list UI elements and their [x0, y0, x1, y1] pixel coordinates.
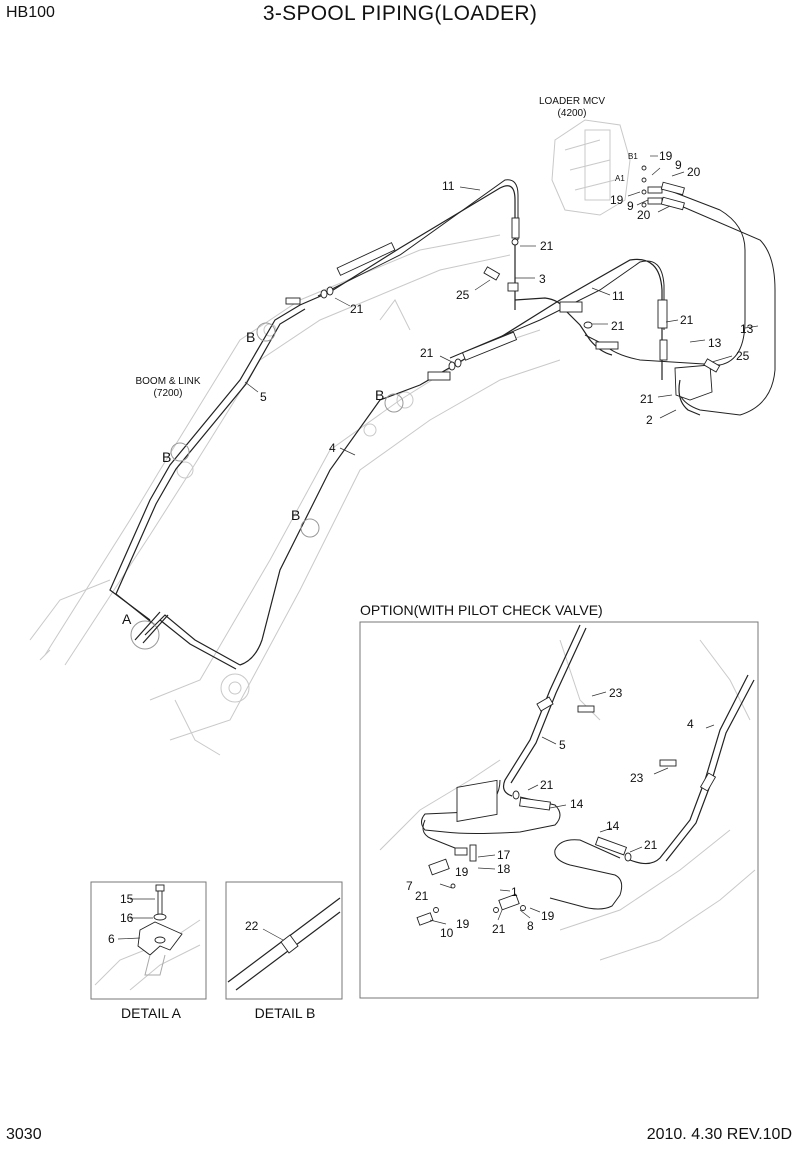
boom-link-label: BOOM & LINK — [135, 376, 200, 387]
option-callout-19: 19 — [456, 917, 470, 931]
option-callout-23: 23 — [630, 771, 644, 785]
detail-a-callout-6: 6 — [108, 932, 115, 946]
boom-ghost-outline — [29, 234, 561, 756]
port-a1-label: A1 — [615, 174, 625, 183]
loader-mcv-ghost — [551, 119, 631, 216]
option-callout-17: 17 — [497, 848, 511, 862]
page-number: 3030 — [6, 1126, 42, 1143]
detail-b-panel — [225, 881, 343, 1000]
hose-13-b — [673, 202, 776, 416]
option-callout-7: 7 — [406, 879, 413, 893]
detail-a-panel — [90, 881, 207, 1000]
loader-mcv-label: LOADER MCV — [539, 96, 605, 107]
callout-9: 9 — [675, 158, 682, 172]
detail-a-marker: A — [122, 611, 132, 627]
hose-11-lower — [449, 260, 665, 359]
option-callout-21: 21 — [644, 838, 658, 852]
callout-21: 21 — [350, 302, 364, 316]
callout-13: 13 — [708, 336, 722, 350]
option-callout-4: 4 — [687, 717, 694, 731]
option-callout-23: 23 — [609, 686, 623, 700]
callout-3: 3 — [539, 272, 546, 286]
detail-b-marker: B — [162, 449, 171, 465]
callout-20: 20 — [687, 165, 701, 179]
detail-a-drawing — [94, 884, 201, 991]
callout-4: 4 — [329, 441, 336, 455]
pipe-5 — [109, 185, 516, 626]
callout-21: 21 — [611, 319, 625, 333]
pipe-3 — [514, 297, 613, 356]
revision-date: 2010. 4.30 REV.10D — [646, 1126, 792, 1143]
hose-11-upper — [317, 179, 519, 297]
option-title: OPTION(WITH PILOT CHECK VALVE) — [360, 602, 603, 618]
callout-9: 9 — [627, 199, 634, 213]
option-ghost — [379, 639, 756, 961]
detail-b-marker: B — [375, 387, 384, 403]
detail-b-caption: DETAIL B — [255, 1005, 316, 1021]
option-callout-19: 19 — [541, 909, 555, 923]
detail-a-caption: DETAIL A — [121, 1005, 182, 1021]
option-callout-18: 18 — [497, 862, 511, 876]
callout-25: 25 — [456, 288, 470, 302]
option-callout-14: 14 — [570, 797, 584, 811]
option-callout-21: 21 — [415, 889, 429, 903]
option-callout-21: 21 — [540, 778, 554, 792]
detail-a-callout-16: 16 — [120, 911, 134, 925]
fittings-main — [285, 165, 721, 381]
option-callout-5: 5 — [559, 738, 566, 752]
detail-b-drawing — [227, 897, 341, 991]
hose-13-a — [584, 189, 746, 366]
leader-lines-main — [244, 155, 759, 456]
port-b1-label: B1 — [628, 152, 638, 161]
callout-21: 21 — [420, 346, 434, 360]
callout-25: 25 — [736, 349, 750, 363]
detail-b-marker: B — [291, 507, 300, 523]
page-title: 3-SPOOL PIPING(LOADER) — [262, 2, 538, 25]
detail-a-callout-15: 15 — [120, 892, 134, 906]
option-callout-14: 14 — [606, 819, 620, 833]
callout-11: 11 — [612, 289, 625, 303]
model-code: HB100 — [6, 4, 55, 21]
boom-link-code: (7200) — [154, 388, 183, 399]
option-callout-10: 10 — [440, 926, 454, 940]
option-leaders — [429, 691, 715, 925]
option-callout-21: 21 — [492, 922, 506, 936]
detail-markers — [130, 322, 404, 650]
detail-b-marker: B — [246, 329, 255, 345]
callout-21: 21 — [680, 313, 694, 327]
callout-11: 11 — [442, 179, 455, 193]
option-callout-19: 19 — [455, 865, 469, 879]
loader-mcv-code: (4200) — [558, 108, 587, 119]
detail-b-callout-22: 22 — [245, 919, 259, 933]
callout-13: 13 — [740, 322, 754, 336]
option-panel — [359, 621, 759, 999]
callout-21: 21 — [540, 239, 554, 253]
callout-2: 2 — [646, 413, 653, 427]
option-callout-1: 1 — [511, 885, 518, 899]
callout-19: 19 — [659, 149, 673, 163]
option-callout-8: 8 — [527, 919, 534, 933]
option-pipes — [416, 624, 755, 926]
callout-19: 19 — [610, 193, 624, 207]
callout-5: 5 — [260, 390, 267, 404]
callout-20: 20 — [637, 208, 651, 222]
callout-21: 21 — [640, 392, 654, 406]
